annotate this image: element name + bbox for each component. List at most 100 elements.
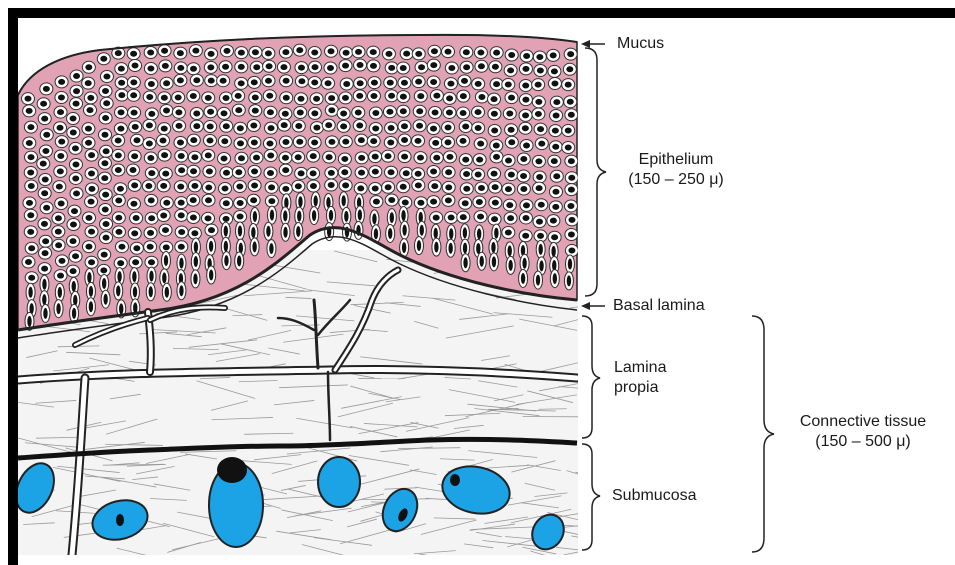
cell-nucleus [340, 123, 347, 129]
cell-nucleus [372, 154, 379, 160]
cell-nucleus [236, 184, 243, 190]
cell-nucleus [147, 155, 154, 161]
cell-nucleus [445, 125, 452, 131]
cell-nucleus [567, 51, 574, 57]
cell-nucleus [431, 48, 438, 54]
cell-nucleus [224, 226, 228, 237]
cell-nucleus [537, 233, 544, 239]
cell-nucleus [539, 260, 543, 271]
cell-nucleus [344, 211, 348, 222]
cell-nucleus [462, 124, 469, 130]
cell-nucleus [476, 199, 483, 205]
cell-nucleus [505, 186, 512, 192]
cell-nucleus [311, 50, 318, 56]
cell-nucleus [358, 210, 362, 221]
cell-nucleus [538, 141, 545, 147]
cell-nucleus [370, 63, 377, 69]
cell-nucleus [131, 110, 138, 116]
cell-nucleus [41, 221, 48, 227]
cell-nucleus [115, 152, 122, 158]
cell-nucleus [434, 228, 438, 239]
cell-nucleus [523, 142, 530, 148]
cell-nucleus [161, 48, 168, 54]
cell-nucleus [223, 95, 230, 101]
cell-nucleus [235, 169, 242, 175]
cell-nucleus [551, 81, 558, 87]
cell-nucleus [522, 83, 529, 89]
cell-nucleus [448, 215, 455, 221]
cell-nucleus [58, 258, 65, 264]
frame-left [8, 8, 18, 565]
cell-nucleus [445, 197, 452, 203]
cell-nucleus [252, 49, 259, 55]
cell-nucleus [298, 170, 305, 176]
cell-nucleus [432, 110, 439, 116]
cell-nucleus [43, 205, 50, 211]
cell-nucleus [445, 184, 452, 190]
cell-nucleus [415, 171, 422, 177]
cell-nucleus [521, 273, 525, 284]
cell-nucleus [252, 241, 256, 252]
cell-nucleus [237, 200, 244, 206]
cell-nucleus [191, 154, 198, 160]
cell-nucleus [190, 197, 197, 203]
cell-nucleus [160, 138, 167, 144]
cell-nucleus [165, 287, 169, 298]
cell-nucleus [401, 80, 408, 86]
cell-nucleus [343, 50, 350, 56]
cell-nucleus [117, 126, 124, 132]
cell-nucleus [491, 242, 495, 253]
cell-nucleus [103, 73, 110, 79]
cell-nucleus [73, 73, 80, 79]
cell-nucleus [491, 171, 498, 177]
cell-nucleus [163, 200, 170, 206]
cell-nucleus [103, 294, 107, 305]
cell-nucleus [265, 78, 272, 84]
cell-nucleus [372, 169, 379, 175]
cell-nucleus [508, 127, 515, 133]
cell-nucleus [27, 212, 34, 218]
cell-nucleus [341, 169, 348, 175]
cell-nucleus [568, 217, 575, 223]
cell-nucleus [177, 140, 184, 146]
cell-nucleus [178, 153, 185, 159]
cell-nucleus [448, 65, 455, 71]
cell-nucleus [131, 230, 138, 236]
cell-nucleus [520, 186, 527, 192]
cell-nucleus [357, 80, 364, 86]
cell-nucleus [508, 260, 512, 271]
cell-nucleus [492, 200, 499, 206]
cell-nucleus [27, 316, 31, 327]
cell-nucleus [162, 63, 169, 69]
cell-nucleus [536, 275, 540, 286]
cell-nucleus [237, 140, 244, 146]
cell-nucleus [358, 137, 365, 143]
cell-nucleus [537, 68, 544, 74]
cell-nucleus [251, 227, 255, 238]
cell-nucleus [235, 107, 242, 113]
cell-nucleus [148, 215, 155, 221]
cell-nucleus [433, 215, 440, 221]
cell-nucleus [179, 285, 183, 296]
cell-nucleus [266, 63, 273, 69]
cell-nucleus [238, 155, 245, 161]
cell-nucleus [475, 125, 482, 131]
cell-nucleus [163, 107, 170, 113]
cell-nucleus [478, 94, 485, 100]
cell-nucleus [477, 228, 481, 239]
cell-nucleus [342, 139, 349, 145]
cell-nucleus [370, 49, 377, 55]
cell-nucleus [535, 158, 542, 164]
cell-nucleus [401, 137, 408, 143]
cell-nucleus [565, 127, 572, 133]
cell-nucleus [522, 125, 529, 131]
cell-nucleus [162, 272, 166, 283]
cell-nucleus [522, 258, 526, 269]
cell-nucleus [73, 88, 80, 94]
cell-nucleus [208, 51, 215, 57]
cell-nucleus [103, 100, 110, 106]
cell-nucleus [100, 56, 107, 62]
collagen-fiber [575, 473, 611, 474]
cell-nucleus [101, 175, 108, 181]
